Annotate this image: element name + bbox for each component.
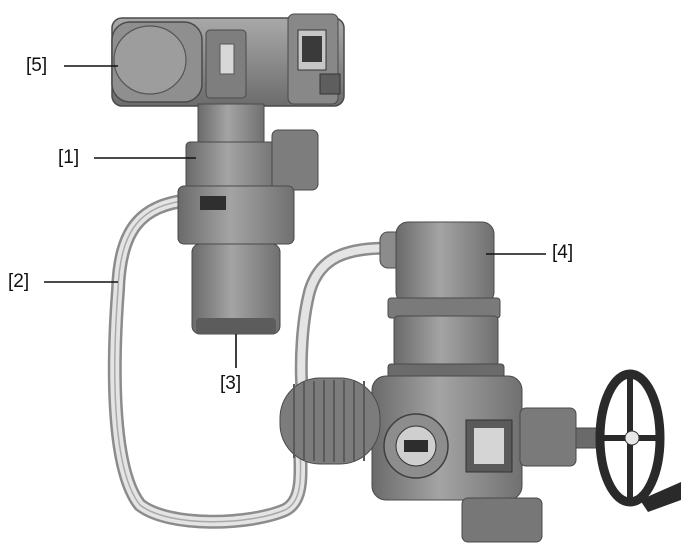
upper-control-unit <box>111 13 345 107</box>
neck-housing <box>177 103 319 335</box>
lower-actuator <box>279 221 605 543</box>
callout-label-4: [4] <box>552 242 574 263</box>
callout-label-3: [3] <box>220 373 242 394</box>
callout-label-5: [5] <box>26 55 48 76</box>
callout-label-1: [1] <box>58 147 80 168</box>
cable-left <box>107 193 308 529</box>
handwheel <box>595 369 681 512</box>
callout-label-2: [2] <box>8 271 30 292</box>
cable-right <box>294 241 389 391</box>
